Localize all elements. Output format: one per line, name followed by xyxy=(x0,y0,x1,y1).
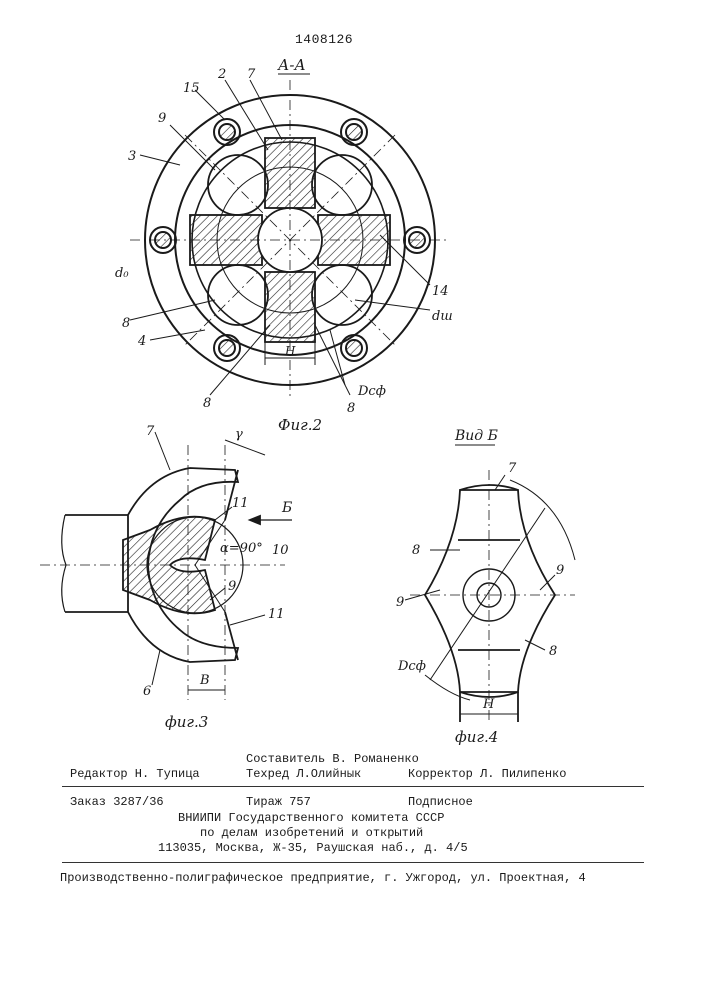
imprint-compiler: Составитель В. Романенко xyxy=(246,752,419,766)
figure-4-drawing xyxy=(405,445,575,722)
fig3-label: 11 xyxy=(232,496,249,511)
fig2-label: 8 xyxy=(347,401,355,416)
fig2-label: 9 xyxy=(158,111,166,126)
fig2-label: 8 xyxy=(203,396,211,411)
fig2-label: 14 xyxy=(432,284,449,299)
fig3-label: α=90° xyxy=(220,541,263,556)
fig4-label: 8 xyxy=(412,543,420,558)
fig2-label: 8 xyxy=(122,316,130,331)
imprint-org-line1: ВНИИПИ Государственного комитета СССР xyxy=(178,811,444,825)
imprint-printer: Производственно-полиграфическое предприя… xyxy=(60,871,586,885)
fig4-label: 9 xyxy=(396,595,404,610)
imprint-circulation: Тираж 757 xyxy=(246,795,311,809)
technical-drawings: А-А 15 2 7 9 3 d₀ 14 dш 8 4 H Dсф 8 8 Фи… xyxy=(0,0,707,760)
imprint-order: Заказ 3287/36 xyxy=(70,795,164,809)
imprint-divider xyxy=(62,786,644,787)
figure-3-drawing xyxy=(40,432,292,700)
fig3-label: 9 xyxy=(228,579,236,594)
imprint-divider xyxy=(62,862,644,863)
fig2-label: 2 xyxy=(217,67,226,82)
fig3-label: B xyxy=(199,673,210,688)
fig3-label: 11 xyxy=(268,607,285,622)
fig4-label: H xyxy=(482,697,495,712)
imprint-editor: Редактор Н. Тупица xyxy=(70,767,200,781)
fig4-label: 8 xyxy=(549,644,557,659)
fig3-caption: фиг.3 xyxy=(165,713,208,731)
fig4-label: Dсф xyxy=(397,659,426,674)
fig3-label: Б xyxy=(281,500,292,516)
imprint-org-address: 113035, Москва, Ж-35, Раушская наб., д. … xyxy=(158,841,468,855)
fig3-label: 10 xyxy=(272,543,289,558)
fig3-label: 7 xyxy=(146,424,155,439)
fig4-caption: фиг.4 xyxy=(455,728,498,746)
fig2-label: Dсф xyxy=(357,384,386,399)
fig3-label: 6 xyxy=(143,684,151,699)
fig2-section-label: А-А xyxy=(277,56,306,74)
fig3-label: γ xyxy=(235,427,243,442)
fig2-label: 4 xyxy=(137,334,146,349)
fig2-label: H xyxy=(284,344,296,358)
fig2-label: d₀ xyxy=(115,266,129,281)
fig4-view-label: Вид Б xyxy=(454,428,498,444)
imprint-subscription: Подписное xyxy=(408,795,473,809)
fig4-label: 7 xyxy=(508,461,517,476)
fig2-caption: Фиг.2 xyxy=(278,416,322,434)
imprint-techred: Техред Л.Олийнык xyxy=(246,767,361,781)
imprint-org-line2: по делам изобретений и открытий xyxy=(200,826,423,840)
fig2-label: dш xyxy=(432,309,453,324)
fig2-label: 3 xyxy=(128,149,136,164)
fig4-label: 9 xyxy=(556,563,564,578)
fig2-label: 15 xyxy=(183,81,200,96)
fig2-label: 7 xyxy=(247,67,256,82)
imprint-corrector: Корректор Л. Пилипенко xyxy=(408,767,566,781)
